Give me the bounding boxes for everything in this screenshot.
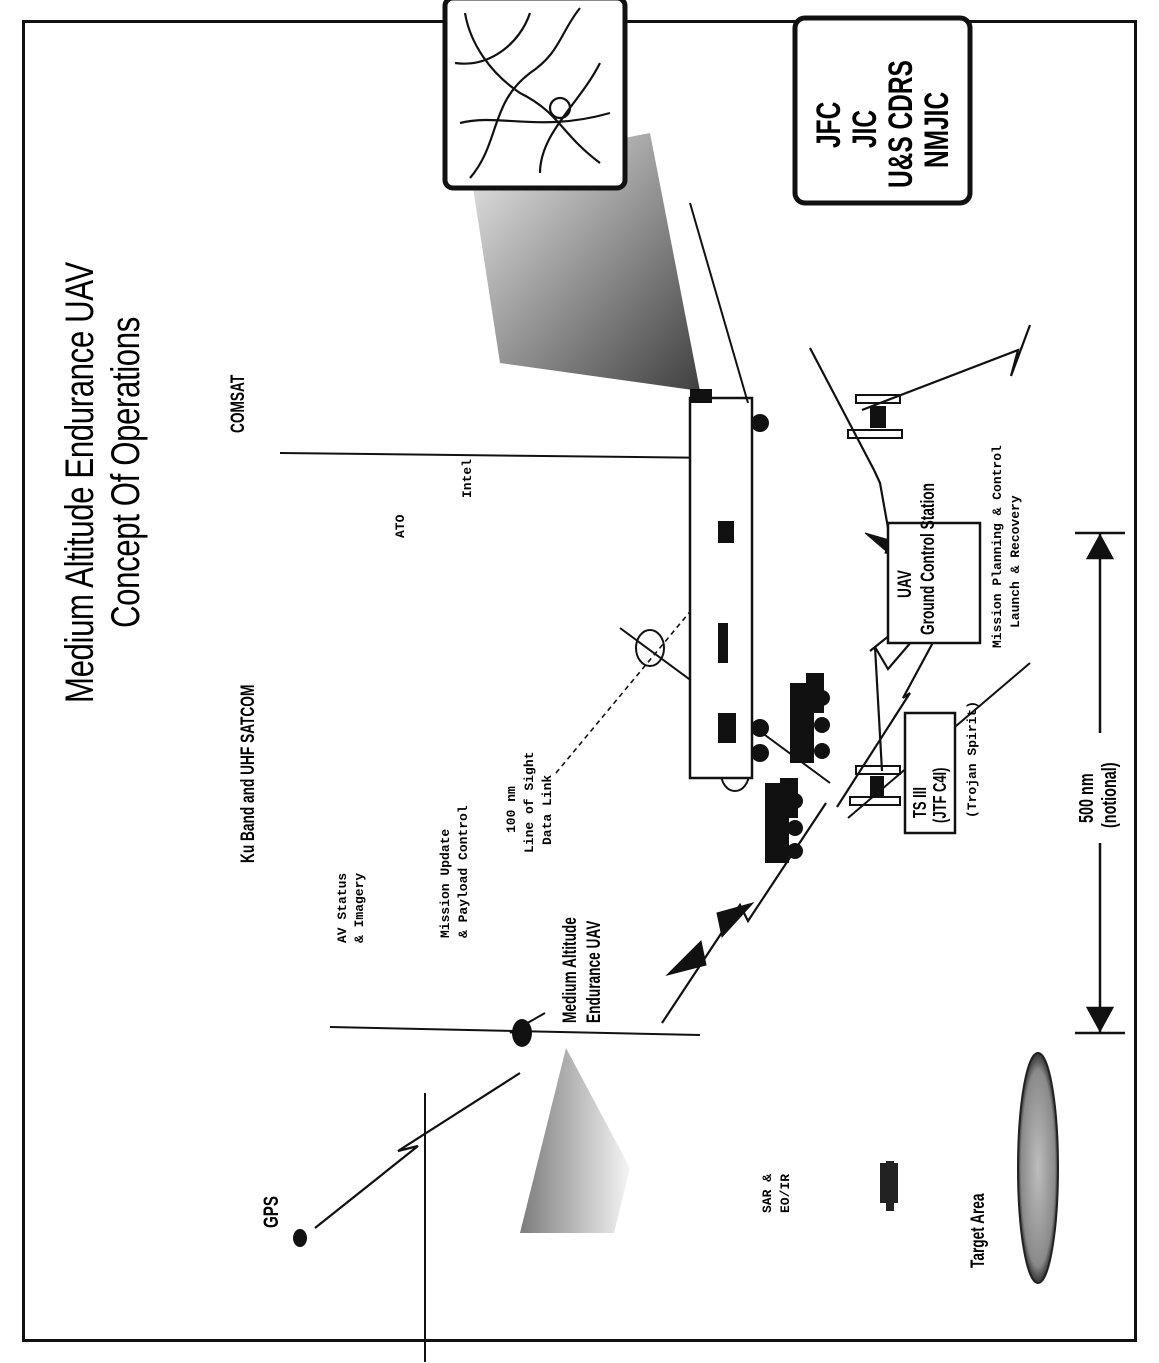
sensor-cone bbox=[520, 1048, 630, 1233]
ground-trucks bbox=[765, 673, 830, 863]
link-command bbox=[689, 202, 749, 404]
gcs-label-box bbox=[886, 521, 982, 645]
ground-control-station bbox=[688, 389, 769, 780]
display-beam bbox=[470, 133, 700, 391]
ato-label: ATO bbox=[393, 514, 408, 538]
gcs-label-2: Ground Control Station bbox=[918, 483, 939, 635]
ku-satcom-label: Ku Band and UHF SATCOM bbox=[238, 684, 259, 863]
los-label-1: 100 nm bbox=[504, 786, 519, 833]
mission-update-label-1: Mission Update bbox=[438, 828, 453, 938]
av-status-label-2: & Imagery bbox=[352, 872, 367, 943]
ts-iii-label-1: TS III bbox=[910, 787, 930, 818]
distance-scale bbox=[1075, 531, 1125, 1035]
map-display bbox=[442, 0, 628, 191]
trojan-spirit-label: (Trojan Spirit) bbox=[965, 700, 980, 818]
link-comsat-gcs bbox=[861, 324, 1032, 412]
ts-iii-label-2: (JTF C4I) bbox=[930, 767, 950, 823]
gcs-note-2: Launch & Recovery bbox=[1008, 495, 1023, 628]
mission-update-label-2: & Payload Control bbox=[456, 805, 471, 938]
command-jic: JIC bbox=[846, 109, 884, 148]
sensor-label-1: SAR & bbox=[760, 1173, 775, 1213]
gcs-note-1: Mission Planning & Control bbox=[990, 445, 1005, 648]
los-label-2: Line of Sight bbox=[522, 751, 537, 853]
gps-label: GPS bbox=[260, 1196, 283, 1228]
uav-label-2: Endurance UAV bbox=[584, 920, 605, 1023]
tank-icon bbox=[880, 1161, 898, 1211]
comsat-label: COMSAT bbox=[228, 374, 249, 433]
title-line-2: Concept Of Operations bbox=[104, 317, 148, 628]
arrow-mission-update bbox=[716, 902, 755, 939]
target-area-label: Target Area bbox=[968, 1193, 989, 1268]
command-nmjic: NMJIC bbox=[918, 91, 956, 168]
arrow-av-status bbox=[665, 939, 707, 976]
link-comsat-truck bbox=[279, 452, 721, 459]
comsat-satellite bbox=[847, 394, 903, 439]
gps-satellite bbox=[293, 1229, 307, 1247]
title-line-1: Medium Altitude Endurance UAV bbox=[58, 262, 102, 703]
los-label-3: Data Link bbox=[540, 774, 555, 845]
intel-label: Intel bbox=[460, 458, 475, 498]
sensor-label-2: EO/IR bbox=[778, 1173, 793, 1213]
command-box bbox=[792, 15, 973, 206]
ku-satellite bbox=[849, 765, 901, 806]
distance-note: (notional) bbox=[1099, 762, 1121, 828]
ts-iii-box bbox=[903, 711, 957, 835]
command-us-cdrs: U&S CDRS bbox=[882, 60, 920, 188]
uav-aircraft bbox=[329, 1012, 701, 1362]
gcs-label-1: UAV bbox=[895, 570, 916, 598]
av-status-label-1: AV Status bbox=[335, 872, 350, 943]
target-area-ellipse bbox=[1017, 1052, 1059, 1284]
link-gps-uav bbox=[314, 1072, 521, 1229]
uav-label-1: Medium Altitude bbox=[560, 917, 581, 1023]
distance-value: 500 nm bbox=[1076, 773, 1098, 823]
command-jfc: JFC bbox=[810, 101, 848, 148]
